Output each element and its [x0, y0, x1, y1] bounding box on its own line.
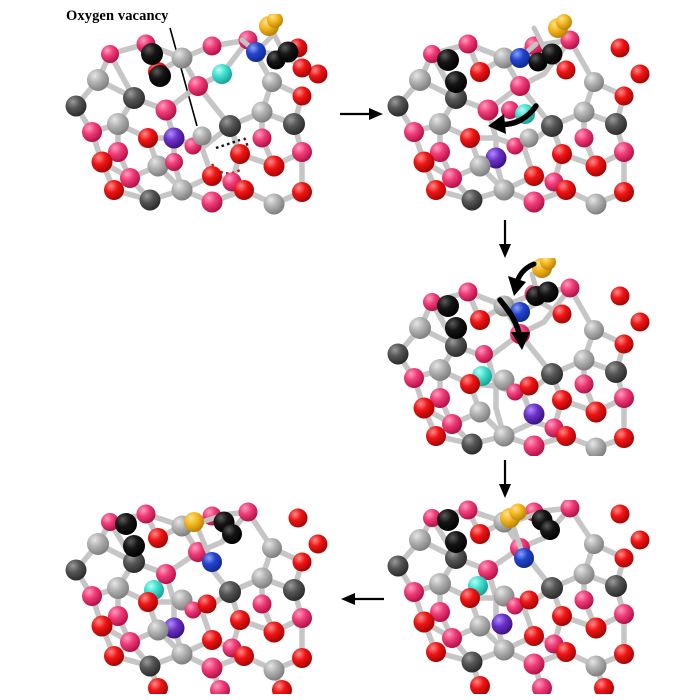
sulfur-atom: [267, 14, 283, 28]
nitrogen-atom: [510, 48, 530, 68]
nitrogen-atom: [514, 548, 534, 568]
mechanism-curved-arrow-3: [497, 297, 530, 350]
panel-intermediate-structure-step4: [384, 500, 656, 694]
carbon-atom: [445, 531, 467, 553]
carbon-atom: [537, 281, 559, 303]
carbon-atom: [445, 71, 467, 93]
oxygen-vacancy-label: Oxygen vacancy: [66, 8, 169, 24]
dopant-purple-atom: [163, 127, 185, 149]
arrow-panel3-to-panel4: [499, 460, 511, 498]
dopant-cyan-atom: [212, 64, 232, 84]
carbon-atom: [437, 509, 459, 531]
panel-intermediate-structure-step3: [384, 258, 656, 456]
adsorbate-molecule: [510, 258, 572, 324]
adsorbate-molecule: [184, 511, 242, 572]
adsorbate-molecule: [510, 14, 576, 80]
sulfur-atom: [509, 503, 527, 521]
carbon-atom: [149, 65, 171, 87]
panel-product-structure: [62, 500, 334, 694]
arrow-panel2-to-panel3: [499, 220, 511, 258]
panel-intermediate-structure-step2: [384, 14, 656, 216]
arrow-panel4-to-panel5: [341, 593, 384, 605]
nitrogen-atom: [246, 42, 266, 62]
mechanism-curved-arrow-1: [488, 103, 539, 134]
carbon-atom: [445, 317, 467, 339]
dopant-purple-atom: [523, 403, 545, 425]
adsorbate-molecule: [239, 14, 312, 78]
carbon-atom: [141, 43, 163, 65]
dopant-purple-atom: [485, 147, 507, 169]
carbon-atom: [541, 43, 563, 65]
nitrogen-atom: [202, 552, 222, 572]
carbon-atom: [115, 513, 137, 535]
arrow-panel1-to-panel2: [340, 108, 383, 120]
dopant-purple-atom: [491, 613, 513, 635]
carbon-atom: [123, 535, 145, 557]
carbon-atom: [222, 524, 242, 544]
carbon-atom: [277, 41, 299, 63]
oxygen-vacancy-leader-line: [169, 27, 198, 127]
sulfur-atom: [540, 258, 556, 270]
carbon-atom: [437, 295, 459, 317]
sulfur-atom: [184, 512, 204, 532]
carbon-atom: [540, 520, 560, 540]
dopant-purple-atom: [163, 617, 185, 639]
sulfur-atom: [556, 14, 572, 30]
mechanism-curved-arrow-2: [508, 261, 537, 296]
adsorbate-molecule: [500, 503, 560, 568]
carbon-atom: [437, 49, 459, 71]
panel-reactant-structure: [62, 14, 334, 216]
